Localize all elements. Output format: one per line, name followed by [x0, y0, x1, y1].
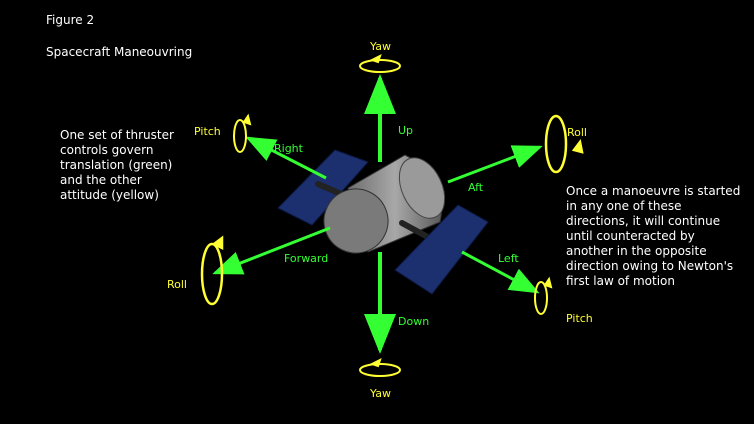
left-label: Left [498, 252, 519, 265]
aft-arrow [447, 145, 543, 184]
roll-left-icon [200, 235, 224, 306]
aft-label: Aft [468, 181, 484, 194]
spacecraft-body [323, 154, 446, 254]
yaw-bottom-label: Yaw [369, 387, 391, 400]
page-title: Spacecraft Maneouvring [46, 45, 193, 59]
roll-right-label: Roll [567, 126, 587, 139]
right-arrow [245, 136, 327, 180]
yaw-bottom-icon [359, 358, 401, 377]
down-label: Down [398, 315, 429, 328]
right-note: Once a manoeuvre is started in any one o… [566, 184, 741, 288]
pitch-left-label: Pitch [194, 125, 221, 138]
up-label: Up [398, 124, 413, 137]
pitch-right-icon [534, 276, 553, 315]
pitch-left-icon [233, 113, 252, 153]
forward-label: Forward [284, 252, 328, 265]
left-arrow [461, 250, 540, 294]
figure-label: Figure 2 [46, 13, 95, 27]
yaw-top-label: Yaw [369, 40, 391, 53]
roll-left-label: Roll [167, 278, 187, 291]
right-label: Right [274, 142, 304, 155]
pitch-right-label: Pitch [566, 312, 593, 325]
left-note: One set of thruster controls govern tran… [60, 128, 174, 202]
forward-arrow [212, 226, 331, 275]
solar-panel-lower [394, 204, 489, 295]
roll-right-icon [544, 114, 584, 174]
yaw-top-icon [359, 54, 401, 73]
